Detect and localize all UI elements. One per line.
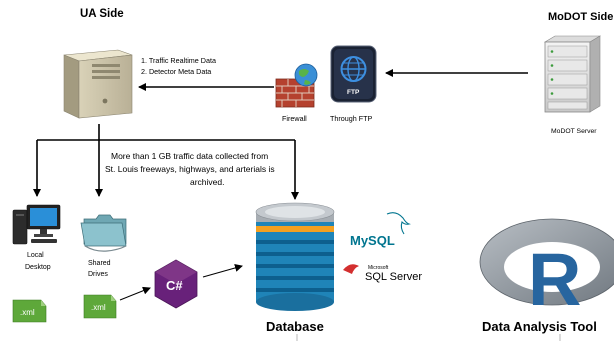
sql-server-logo-text: SQL Server [365,271,422,283]
sql-server-brand-text: Microsoft [368,265,389,271]
archive-note-line-2: St. Louis freeways, highways, and arteri… [105,164,275,174]
local-desktop-label-line-1: Local [27,252,44,259]
shared-drives-icon [80,214,127,252]
xml-badge-text-1: .xml [20,308,35,317]
mysql-logo-icon: MySQL [350,212,411,248]
shared-drives-label-line-2: Drives [88,271,108,278]
ftp-badge-text: FTP [347,89,360,96]
ua-server-icon [63,49,133,119]
shared-drives-label-line-1: Shared [88,260,111,267]
xml-file-icon-1: .xml [12,299,47,323]
ftp-icon: FTP [330,45,377,103]
ua-side-heading: UA Side [80,8,124,20]
arrow-csharp-to-database [202,264,243,278]
firewall-icon [275,63,318,108]
csharp-icon: C# [154,259,198,309]
xml-file-icon-2: .xml [83,294,117,319]
firewall-label: Firewall [282,114,307,123]
database-icon [255,202,335,311]
ftp-label: Through FTP [330,114,373,123]
server-note-realtime: 1. Traffic Realtime Data [141,56,216,65]
mysql-logo-text: MySQL [350,233,395,248]
modot-server-icon [543,35,602,113]
modot-server-label: MoDOT Server [551,128,597,135]
database-label: Database [266,319,324,334]
archive-note-line-1: More than 1 GB traffic data collected fr… [111,151,268,161]
local-desktop-label-line-2: Desktop [25,264,51,271]
server-note-detector: 2. Detector Meta Data [141,67,211,76]
archive-note-line-3: archived. [190,177,225,187]
r-logo-icon: R [479,218,614,321]
local-desktop-icon [12,204,61,245]
data-analysis-tool-label: Data Analysis Tool [482,319,597,334]
sql-server-logo-icon: Microsoft SQL Server [343,264,422,283]
r-logo-letter: R [528,238,581,321]
xml-badge-text-2: .xml [91,303,106,312]
csharp-badge-text: C# [166,278,183,293]
arrow-xml-to-csharp [119,286,151,301]
modot-side-heading: MoDOT Side [548,11,613,23]
